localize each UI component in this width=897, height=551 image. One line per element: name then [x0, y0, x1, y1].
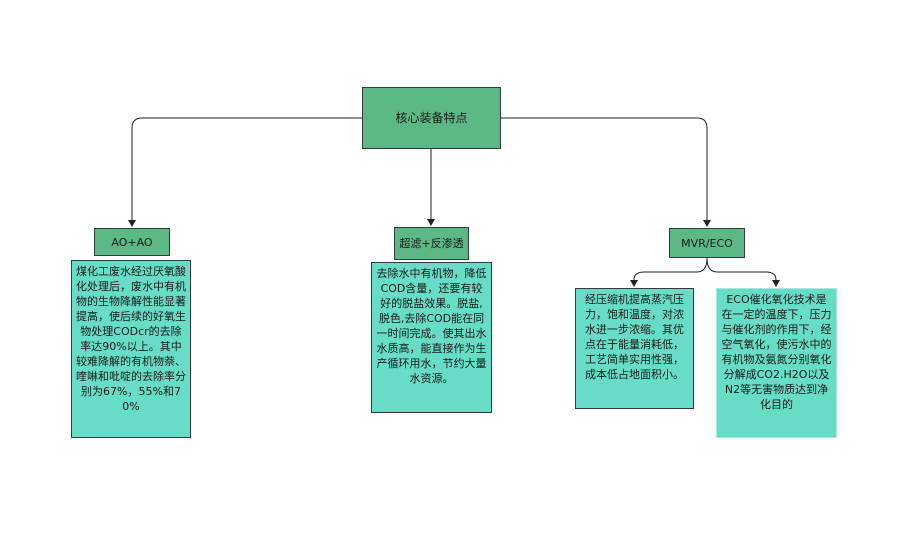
- branch-mvr-title-text: MVR/ECO: [681, 236, 733, 250]
- root-label: 核心装备特点: [395, 110, 468, 125]
- branch-ufro-description: 去除水中有机物，降低COD含量，还要有较好的脱盐效果。脱盐,脱色,去除COD能在…: [371, 262, 492, 413]
- connector-mvr-to-compressor: [630, 257, 708, 287]
- mvr-child-eco-description: ECO催化氧化技术是在一定的温度下，压力与催化剂的作用下，经空气氧化，使污水中的…: [716, 288, 837, 438]
- mvr-child-compressor-description: 经压缩机提高蒸汽压力，饱和温度，对浓水进一步浓缩。其优点在于能量消耗低，工艺简单…: [575, 288, 694, 409]
- branch-ufro-title-text: 超滤+反渗透: [399, 236, 464, 250]
- branch-aoao-title-text: AO+AO: [111, 235, 153, 249]
- connector-mvr-to-eco: [706, 257, 780, 287]
- branch-aoao-title: AO+AO: [94, 228, 170, 256]
- root-node: 核心装备特点: [362, 87, 501, 149]
- mvr-child-compressor-text: 经压缩机提高蒸汽压力，饱和温度，对浓水进一步浓缩。其优点在于能量消耗低，工艺简单…: [585, 293, 684, 381]
- branch-aoao-description: 煤化工废水经过厌氧酸化处理后，废水中有机物的生物降解性能显著提高，使后续的好氧生…: [71, 260, 191, 438]
- connector-root-to-mvr: [501, 117, 711, 227]
- mvr-child-eco-text: ECO催化氧化技术是在一定的温度下，压力与催化剂的作用下，经空气氧化，使污水中的…: [721, 293, 832, 411]
- branch-aoao-description-text: 煤化工废水经过厌氧酸化处理后，废水中有机物的生物降解性能显著提高，使后续的好氧生…: [76, 265, 186, 413]
- branch-ufro-title: 超滤+反渗透: [394, 227, 469, 260]
- connector-root-to-aoao: [128, 117, 362, 227]
- branch-mvr-title: MVR/ECO: [669, 228, 745, 258]
- branch-ufro-description-text: 去除水中有机物，降低COD含量，还要有较好的脱盐效果。脱盐,脱色,去除COD能在…: [376, 267, 487, 385]
